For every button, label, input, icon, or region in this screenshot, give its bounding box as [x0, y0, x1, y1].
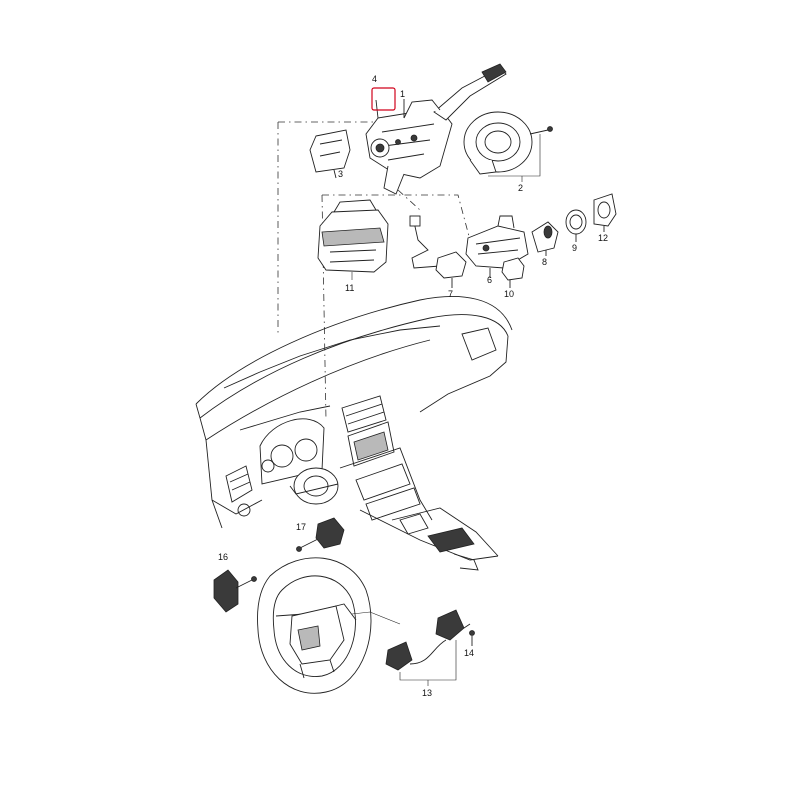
label-part-6: 6 [487, 275, 492, 285]
dashboard [195, 296, 513, 571]
label-part-12: 12 [598, 233, 608, 243]
part-16 [213, 569, 257, 613]
label-part-4: 4 [372, 74, 377, 84]
assembly-dash-lines [277, 121, 471, 421]
label-part-17: 17 [296, 522, 306, 532]
label-part-16: 16 [218, 552, 228, 562]
label-part-8: 8 [542, 257, 547, 267]
clock-spring [463, 111, 553, 182]
label-part-9: 9 [572, 243, 577, 253]
wiring-harness [409, 215, 467, 288]
ignition-cover [593, 193, 617, 232]
label-part-14: 14 [464, 648, 474, 658]
part-10 [501, 257, 525, 288]
label-part-11: 11 [345, 283, 354, 293]
multifunction-buttons [351, 609, 475, 686]
label-part-7: 7 [448, 289, 453, 299]
part-17 [296, 517, 345, 552]
trim-ring [565, 209, 587, 242]
label-part-10: 10 [504, 289, 514, 299]
bracket-part [309, 129, 351, 179]
label-part-2: 2 [518, 183, 523, 193]
steering-wheel [257, 557, 372, 694]
highlight-box [371, 87, 396, 111]
steering-column-switch [365, 63, 507, 195]
label-part-13: 13 [422, 688, 432, 698]
label-part-1: 1 [400, 89, 405, 99]
label-part-3: 3 [338, 169, 343, 179]
control-unit [317, 199, 389, 280]
ignition-lock-housing [465, 215, 529, 278]
lock-cylinder [531, 221, 559, 256]
part-labels: 4 1 3 2 11 7 6 10 8 9 12 17 16 14 13 [218, 74, 608, 698]
